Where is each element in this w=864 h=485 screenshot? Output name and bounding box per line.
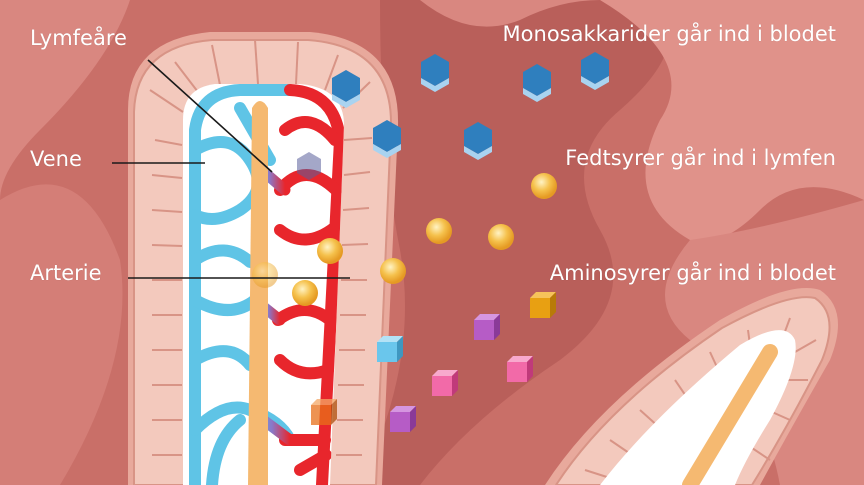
droplet-molecule-icon xyxy=(531,173,557,199)
cube-molecule-icon xyxy=(432,370,458,396)
lymph-vessel-label: Lymfeåre xyxy=(30,26,127,50)
cube-molecule-icon xyxy=(507,356,533,382)
droplet-molecule-icon xyxy=(426,218,452,244)
droplet-molecule-icon xyxy=(380,258,406,284)
lymph-vessel-pointer xyxy=(147,59,273,173)
cube-molecule-icon xyxy=(377,336,403,362)
hexagon-molecule-icon xyxy=(373,120,401,158)
hexagon-molecule-icon xyxy=(421,54,449,92)
cube-molecule-icon xyxy=(390,406,416,432)
fatty-acid-molecules xyxy=(252,173,557,306)
hexagon-molecule-icon xyxy=(464,122,492,160)
droplet-molecule-icon xyxy=(488,224,514,250)
amino-acids-label: Aminosyrer går ind i blodet xyxy=(549,261,836,285)
vein-label: Vene xyxy=(30,147,82,171)
leader-lines xyxy=(112,59,350,279)
droplet-molecule-icon xyxy=(317,238,343,264)
cube-molecule-icon xyxy=(474,314,500,340)
cube-molecule-icon xyxy=(530,292,556,318)
fatty-acids-label: Fedtsyrer går ind i lymfen xyxy=(565,146,836,170)
droplet-molecule-icon xyxy=(252,262,278,288)
amino-acid-molecules xyxy=(311,292,556,432)
hexagon-molecule-icon xyxy=(297,152,321,180)
hexagon-molecule-icon xyxy=(332,70,360,108)
cube-molecule-icon xyxy=(311,399,337,425)
monosaccharide-molecules xyxy=(297,52,609,180)
monosaccharides-label: Monosakkarider går ind i blodet xyxy=(502,22,836,46)
hexagon-molecule-icon xyxy=(523,64,551,102)
droplet-molecule-icon xyxy=(292,280,318,306)
artery-label: Arterie xyxy=(30,261,102,285)
villus-right xyxy=(545,288,838,485)
hexagon-molecule-icon xyxy=(581,52,609,90)
